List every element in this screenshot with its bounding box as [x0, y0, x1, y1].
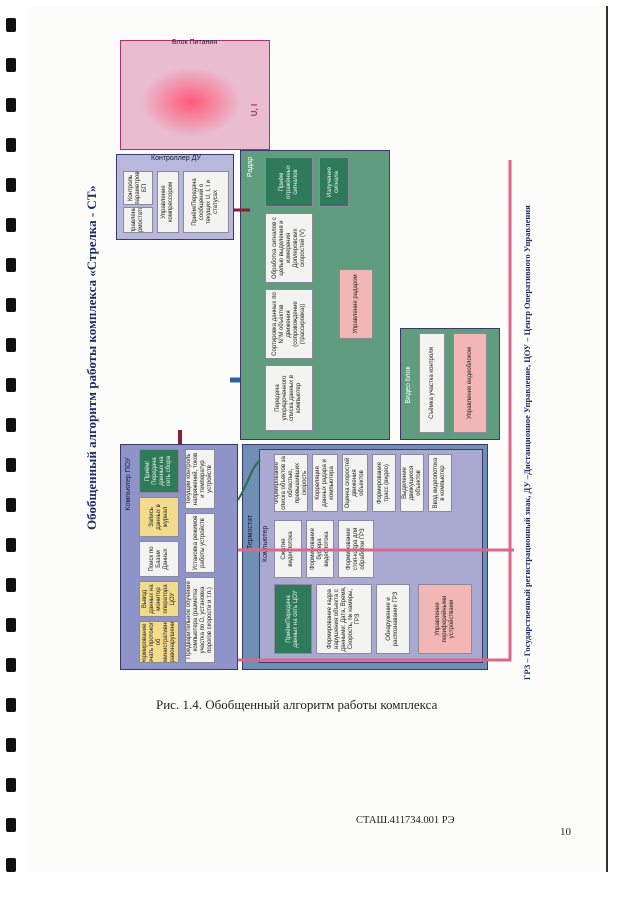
binding-hole — [6, 818, 16, 832]
diagram-rotated-frame: Обобщенный алгоритм работы комплекса «Ст… — [84, 39, 532, 680]
page-number: 10 — [560, 826, 571, 838]
binding-hole — [6, 378, 16, 392]
binding-hole — [6, 298, 16, 312]
figure-caption: Рис. 1.4. Обобщенный алгоритм работы ком… — [156, 697, 438, 712]
binding-hole — [6, 578, 16, 592]
diagram-title: Обобщенный алгоритм работы комплекса «Ст… — [84, 185, 99, 530]
binding-hole — [6, 258, 16, 272]
binding-hole — [6, 618, 16, 632]
binding-hole — [6, 778, 16, 792]
binding-hole — [6, 58, 16, 72]
binding-hole — [6, 538, 16, 552]
binding-hole — [6, 418, 16, 432]
binding-hole — [6, 738, 16, 752]
arrow-green-curve — [237, 459, 261, 501]
document-number: СТАШ.411734.001 РЭ — [356, 815, 455, 826]
binding-hole — [6, 138, 16, 152]
binding-hole — [6, 218, 16, 232]
binding-hole — [6, 658, 16, 672]
binding-hole — [6, 458, 16, 472]
binding-hole — [6, 698, 16, 712]
binding-hole — [6, 18, 16, 32]
arrow-pink-loop — [238, 160, 512, 662]
binding-hole — [6, 498, 16, 512]
binding-hole — [6, 338, 16, 352]
diagram-footnote: ГРЗ – Государственный регистрационный зн… — [522, 205, 532, 680]
spiral-binding — [0, 0, 26, 900]
binding-hole — [6, 178, 16, 192]
connector-arrows — [178, 160, 514, 662]
binding-hole — [6, 858, 16, 872]
binding-hole — [6, 98, 16, 112]
algorithm-diagram: Обобщенный алгоритм работы комплекса «Ст… — [84, 39, 532, 680]
